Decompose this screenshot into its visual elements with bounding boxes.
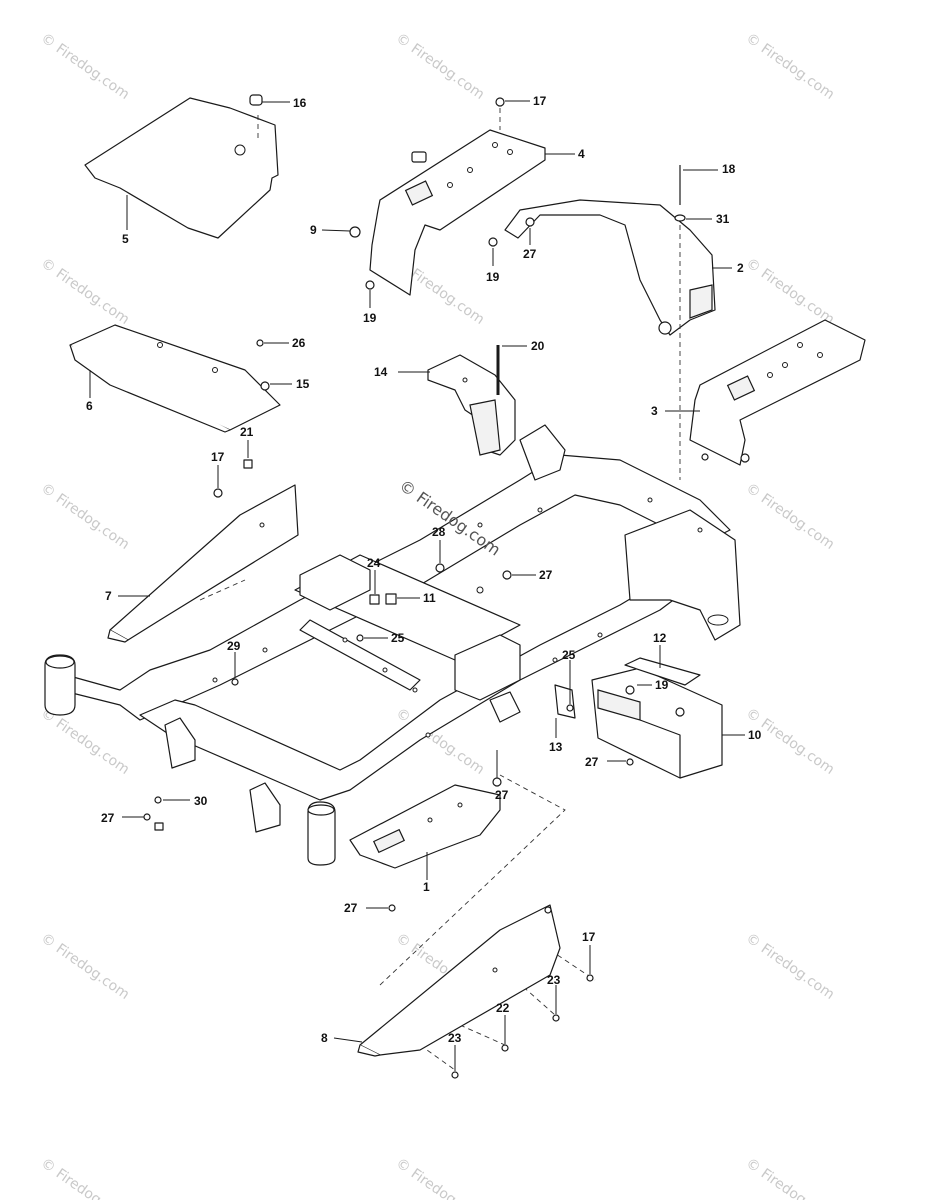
callout-14: 14	[374, 365, 388, 379]
fasteners-part-8	[451, 945, 594, 1079]
part-5-floor-panel	[84, 97, 279, 239]
fastener-27-lower	[366, 904, 396, 912]
callout-6: 6	[86, 399, 93, 413]
callout-17: 17	[582, 930, 596, 944]
callout-11: 11	[423, 591, 436, 605]
callout-12: 12	[653, 631, 667, 645]
fastener-9	[321, 226, 361, 238]
part-10-battery-box	[591, 667, 745, 779]
watermark: © Firedog.com	[393, 1155, 487, 1200]
fasteners-26-15	[256, 339, 292, 391]
callout-19: 19	[655, 678, 669, 692]
callout-25: 25	[391, 631, 405, 645]
part-8-right-side-cover	[333, 904, 561, 1057]
watermark: © Firedog.com	[38, 255, 132, 328]
watermark: © Firedog.com	[743, 1155, 837, 1200]
watermark: © Firedog.com	[38, 705, 132, 778]
part-7-left-side-cover	[107, 484, 299, 643]
fastener-29	[231, 652, 239, 686]
callout-27: 27	[344, 901, 358, 915]
callout-19: 19	[486, 270, 500, 284]
callout-4: 4	[578, 147, 585, 161]
main-frame	[44, 424, 741, 866]
fasteners-21-17-left	[213, 440, 253, 498]
fasteners-center-group	[356, 540, 536, 642]
callout-10: 10	[748, 728, 762, 742]
part-1-lower-plate	[349, 750, 502, 880]
callout-30: 30	[194, 794, 208, 808]
watermark: © Firedog.com	[38, 1155, 132, 1200]
callout-27: 27	[523, 247, 537, 261]
callout-31: 31	[716, 212, 730, 226]
callout-23: 23	[547, 973, 561, 987]
part-4-left-mount-plate	[369, 129, 575, 296]
callout-23: 23	[448, 1031, 462, 1045]
callout-29: 29	[227, 639, 241, 653]
watermark: © Firedog.com	[743, 30, 837, 103]
callout-27: 27	[585, 755, 599, 769]
callout-5: 5	[122, 232, 129, 246]
callout-28: 28	[432, 525, 446, 539]
callout-labels: 16 17 4 18 31 5 9 27 19 2 19 26 20 14 15…	[86, 94, 762, 1045]
callout-25: 25	[562, 648, 576, 662]
callout-20: 20	[531, 339, 545, 353]
watermark: © Firedog.com	[743, 930, 837, 1003]
watermark: © Firedog.com	[393, 30, 487, 103]
callout-1: 1	[423, 880, 430, 894]
part-13-small-bracket	[554, 660, 576, 738]
callout-26: 26	[292, 336, 306, 350]
fastener-19-left	[365, 280, 375, 308]
callout-16: 16	[293, 96, 307, 110]
fasteners-30-27-lower-left	[122, 796, 190, 831]
callout-27: 27	[101, 811, 115, 825]
part-20-bolt	[496, 345, 527, 395]
callout-27: 27	[539, 568, 553, 582]
part-12-battery-bracket	[607, 645, 701, 766]
callout-27: 27	[495, 788, 509, 802]
callout-8: 8	[321, 1031, 328, 1045]
watermark: © Firedog.com	[743, 480, 837, 553]
callout-17: 17	[211, 450, 225, 464]
part-18-long-bolt	[674, 165, 718, 480]
callout-21: 21	[240, 425, 254, 439]
callout-2: 2	[737, 261, 744, 275]
part-3-right-mount-plate	[665, 319, 866, 466]
watermark: © Firedog.com	[38, 930, 132, 1003]
callout-9: 9	[310, 223, 317, 237]
part-14-upright-bracket	[398, 354, 516, 456]
callout-17: 17	[533, 94, 547, 108]
watermark: © Firedog.com	[38, 30, 132, 103]
part-16-knob	[249, 94, 290, 106]
fastener-17-top	[495, 97, 530, 130]
callout-22: 22	[496, 1001, 510, 1015]
callout-24: 24	[367, 556, 381, 570]
callout-19: 19	[363, 311, 377, 325]
callout-13: 13	[549, 740, 563, 754]
callout-18: 18	[722, 162, 736, 176]
callout-7: 7	[105, 589, 112, 603]
watermark: © Firedog.com	[38, 480, 132, 553]
part-2-bent-bracket	[504, 199, 732, 336]
watermark: © Firedog.com	[743, 255, 837, 328]
callout-3: 3	[651, 404, 658, 418]
fasteners-19-27-bracket	[488, 217, 535, 266]
part-6-cover	[69, 324, 281, 433]
callout-15: 15	[296, 377, 310, 391]
